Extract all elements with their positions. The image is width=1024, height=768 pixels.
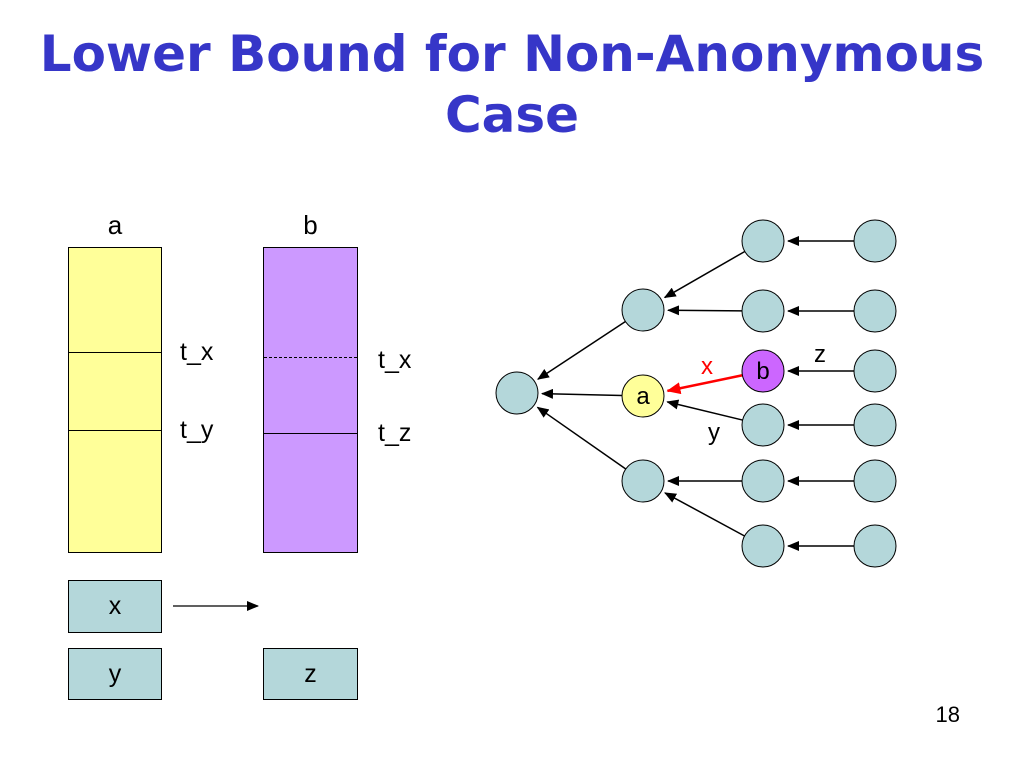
tree-node-n6l: [741, 524, 785, 568]
edge-upper-to-root: [537, 320, 626, 380]
edge-label-y: y: [708, 419, 720, 446]
message-box-y: y: [68, 648, 162, 700]
edge-a-to-root: [540, 388, 623, 399]
tree-node-n2r: [853, 289, 897, 333]
edge-b-to-a: [666, 374, 743, 395]
tree-node-n5l: [741, 459, 785, 503]
edge-n6l-to-lower: [664, 492, 745, 537]
edge-n1l-to-upper: [663, 250, 746, 299]
timeline-b-mark-tz: t_z: [378, 419, 412, 447]
timeline-b-tz-line: [264, 433, 357, 434]
tree-node-b: [741, 349, 785, 393]
edge-lower-to-root: [536, 406, 627, 470]
message-box-x: x: [68, 580, 162, 633]
tree-node-lower: [621, 459, 665, 503]
timeline-a-bar: [68, 247, 162, 553]
edge-n4l-to-a: [666, 399, 743, 421]
slide-title: Lower Bound for Non-Anonymous Case: [0, 24, 1024, 146]
edge-label-z: z: [814, 341, 826, 368]
tree-node-n5r: [853, 459, 897, 503]
tree-node-n3r: [853, 349, 897, 393]
timeline-a-tx-line: [69, 352, 161, 353]
timeline-b-label: b: [303, 210, 318, 240]
tree-node-root: [495, 371, 539, 415]
tree-node-n6r: [853, 524, 897, 568]
edge-n2l-to-upper: [666, 305, 743, 316]
timeline-b-mark-tx: t_x: [378, 346, 412, 374]
tree-node-n2l: [741, 289, 785, 333]
timeline-b-tx-line: [264, 357, 357, 358]
tree-node-n1l: [741, 219, 785, 263]
tree-node-n1r: [853, 219, 897, 263]
message-box-z-label: z: [304, 659, 317, 688]
slide-title-line2: Case: [444, 86, 580, 144]
tree-node-upper: [621, 288, 665, 332]
page-number: 18: [935, 702, 960, 727]
tree-node-n4l: [741, 403, 785, 447]
timeline-a-ty-line: [69, 430, 161, 431]
timeline-a-mark-tx: t_x: [180, 338, 214, 366]
slide-title-line1: Lower Bound for Non-Anonymous: [39, 25, 985, 83]
tree-node-a: [621, 374, 665, 418]
timeline-a-mark-ty: t_y: [180, 416, 214, 444]
message-box-z: z: [263, 648, 358, 700]
tree-node-n4r: [853, 403, 897, 447]
message-box-x-label: x: [108, 592, 122, 620]
timeline-b-bar: [263, 247, 358, 553]
tree-node-label-b: b: [756, 358, 769, 385]
timeline-a-label: a: [107, 210, 123, 240]
message-box-y-label: y: [108, 659, 122, 688]
tree-node-label-a: a: [636, 383, 650, 410]
edge-label-x: x: [701, 353, 713, 380]
